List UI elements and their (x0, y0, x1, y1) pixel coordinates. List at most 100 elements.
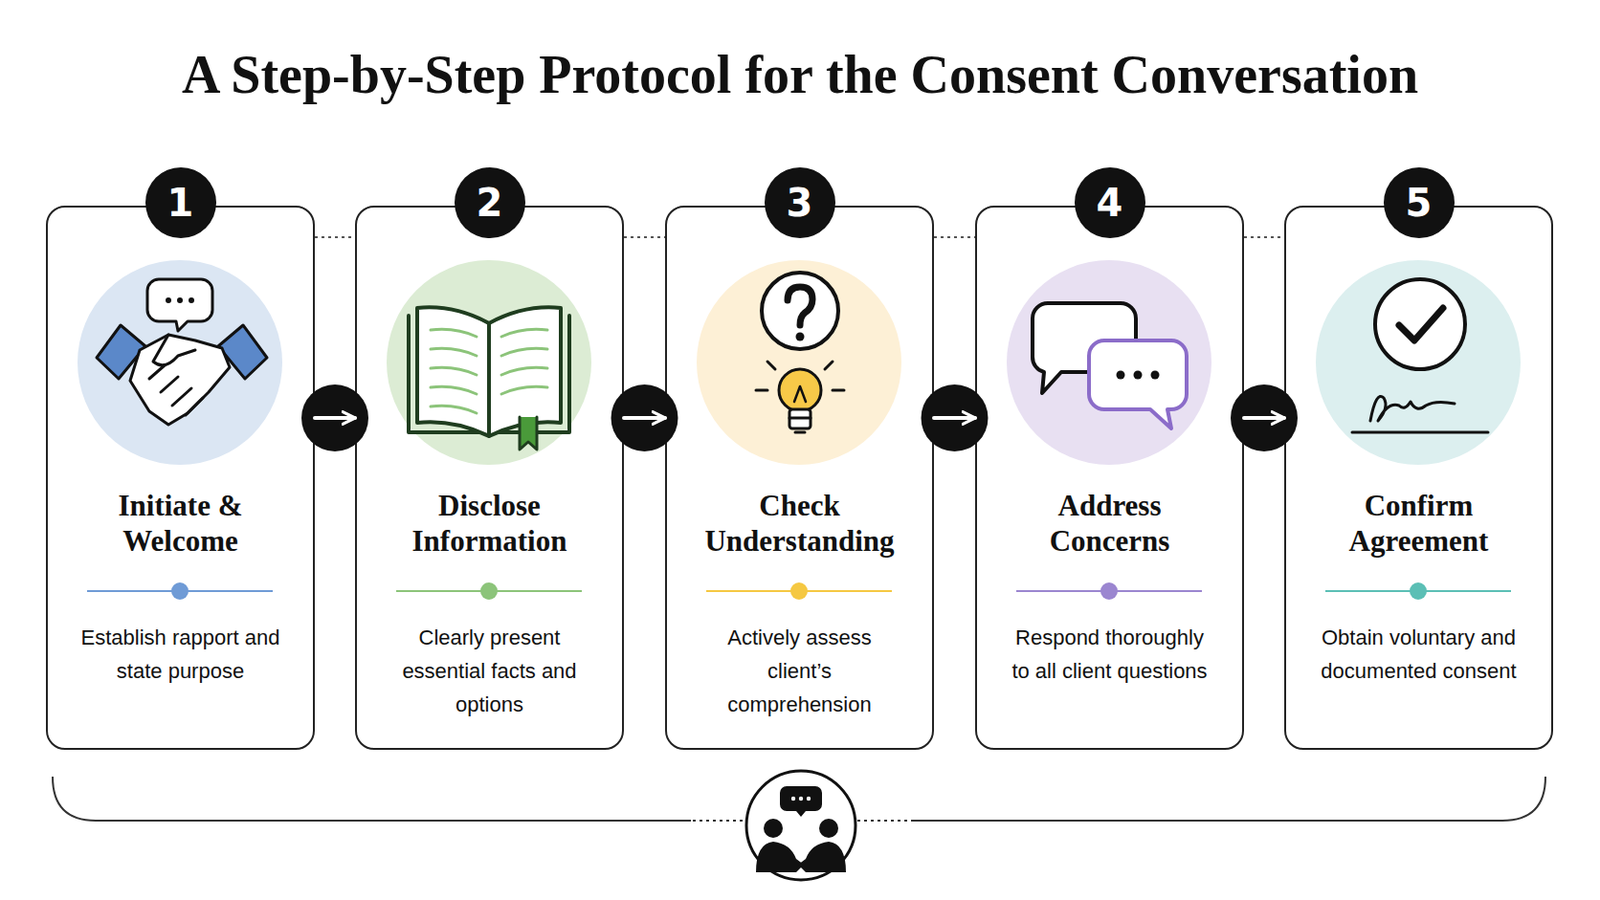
arrow-circle (1230, 384, 1298, 452)
chat-icon (1032, 303, 1187, 429)
step-card: 1Initiate & WelcomeEstablish rapport and… (45, 205, 315, 751)
bubble-dot (1133, 371, 1143, 380)
step-number: 3 (764, 167, 836, 239)
page-line (501, 348, 548, 356)
bookmark-ribbon (519, 417, 537, 450)
icon-circle (1006, 260, 1212, 466)
page-lines (430, 329, 548, 414)
bulb-filament (794, 386, 806, 402)
page-line (430, 386, 477, 395)
handshake-icon (96, 279, 267, 425)
icon-circle (77, 260, 283, 466)
flow-arrow (933, 416, 976, 421)
dotted-link (1244, 236, 1285, 239)
bulb-rays (755, 361, 845, 391)
step-description: Establish rapport and state purpose (47, 621, 313, 689)
icon-circle (1315, 260, 1521, 466)
divider-dot (480, 582, 498, 600)
step-description: Actively assess client’s comprehension (666, 621, 933, 722)
step-number: 2 (454, 167, 526, 239)
people-circle (746, 771, 856, 881)
flow-connector-group (611, 384, 679, 452)
check-mark (1399, 308, 1444, 341)
signature-stroke (1370, 396, 1455, 422)
arrow-circle (921, 384, 989, 452)
arrow-circle (611, 384, 679, 452)
bubble-dot (188, 297, 195, 304)
step-card: 2Disclose InformationClearly present ess… (355, 205, 624, 751)
step-card: 4Address ConcernsRespond thoroughly to a… (975, 205, 1245, 751)
page-line (501, 367, 548, 376)
flow-arrow (623, 416, 666, 421)
dotted-link (933, 236, 976, 239)
divider-dot (171, 582, 189, 600)
page-line (430, 348, 477, 356)
flow-arrow (1244, 416, 1285, 421)
signature-line (1352, 431, 1489, 435)
bubble-dot (806, 797, 811, 801)
ray (767, 361, 776, 370)
step-card: 3Check UnderstandingActively assess clie… (665, 205, 934, 751)
step-heading: Address Concerns (977, 485, 1243, 562)
step-description: Obtain voluntary and documented consent (1286, 621, 1552, 689)
step-heading: Initiate & Welcome (47, 485, 313, 562)
question-circle (761, 272, 839, 350)
step-description: Respond thoroughly to all client questio… (977, 621, 1243, 689)
book-page (488, 307, 561, 437)
diagram-title: A Step-by-Step Protocol for the Consent … (0, 38, 1600, 112)
bulb-tip (795, 431, 805, 435)
bulb-thread (789, 417, 811, 421)
person-body (755, 842, 804, 873)
divider-dot (1409, 582, 1427, 600)
bubble-dot (1151, 371, 1160, 380)
step-description: Clearly present essential facts and opti… (356, 621, 623, 722)
dividers (87, 582, 1512, 600)
dotted-link (623, 236, 666, 239)
question-mark (787, 287, 813, 326)
flow-connector-group (301, 384, 369, 452)
speech-bubble (147, 279, 213, 332)
hands (130, 334, 230, 425)
flow-connector-group (1230, 384, 1298, 452)
speech-bubble (779, 786, 823, 818)
person-body (798, 842, 846, 873)
divider-dot (790, 582, 808, 600)
bracket-dots (857, 820, 910, 823)
bubble-dot (177, 297, 183, 304)
bracket-line (52, 777, 691, 822)
arrow-circle (301, 384, 369, 452)
speech-bubble (1088, 340, 1187, 429)
ray (824, 361, 833, 370)
step-heading: Confirm Agreement (1286, 485, 1552, 562)
page-line (430, 405, 477, 414)
dotted-link (314, 236, 356, 239)
step-number: 5 (1383, 167, 1455, 239)
person-head (819, 819, 839, 839)
page-line (430, 329, 477, 337)
icon-circle (696, 260, 902, 466)
icon-circle (386, 260, 592, 466)
bubble-dot (165, 297, 172, 304)
step-heading: Disclose Information (356, 485, 623, 562)
page-line (501, 386, 548, 395)
idea-icon (755, 272, 845, 433)
signature-icon (1352, 279, 1489, 433)
book-page (417, 307, 489, 437)
bubble-dot (799, 797, 803, 801)
step-number: 1 (145, 167, 217, 239)
book-icon (408, 307, 570, 450)
page-line (501, 329, 548, 337)
step-number: 4 (1074, 167, 1146, 239)
page-line (430, 367, 477, 376)
bubble-dot (1116, 371, 1126, 380)
bracket-line (911, 777, 1546, 822)
ray (832, 389, 845, 393)
flow-arrow (314, 416, 356, 421)
flow-connector-group (921, 384, 989, 452)
ray (755, 389, 768, 393)
bulb-glass (778, 369, 822, 412)
step-card: 5Confirm AgreementObtain voluntary and d… (1284, 205, 1554, 751)
